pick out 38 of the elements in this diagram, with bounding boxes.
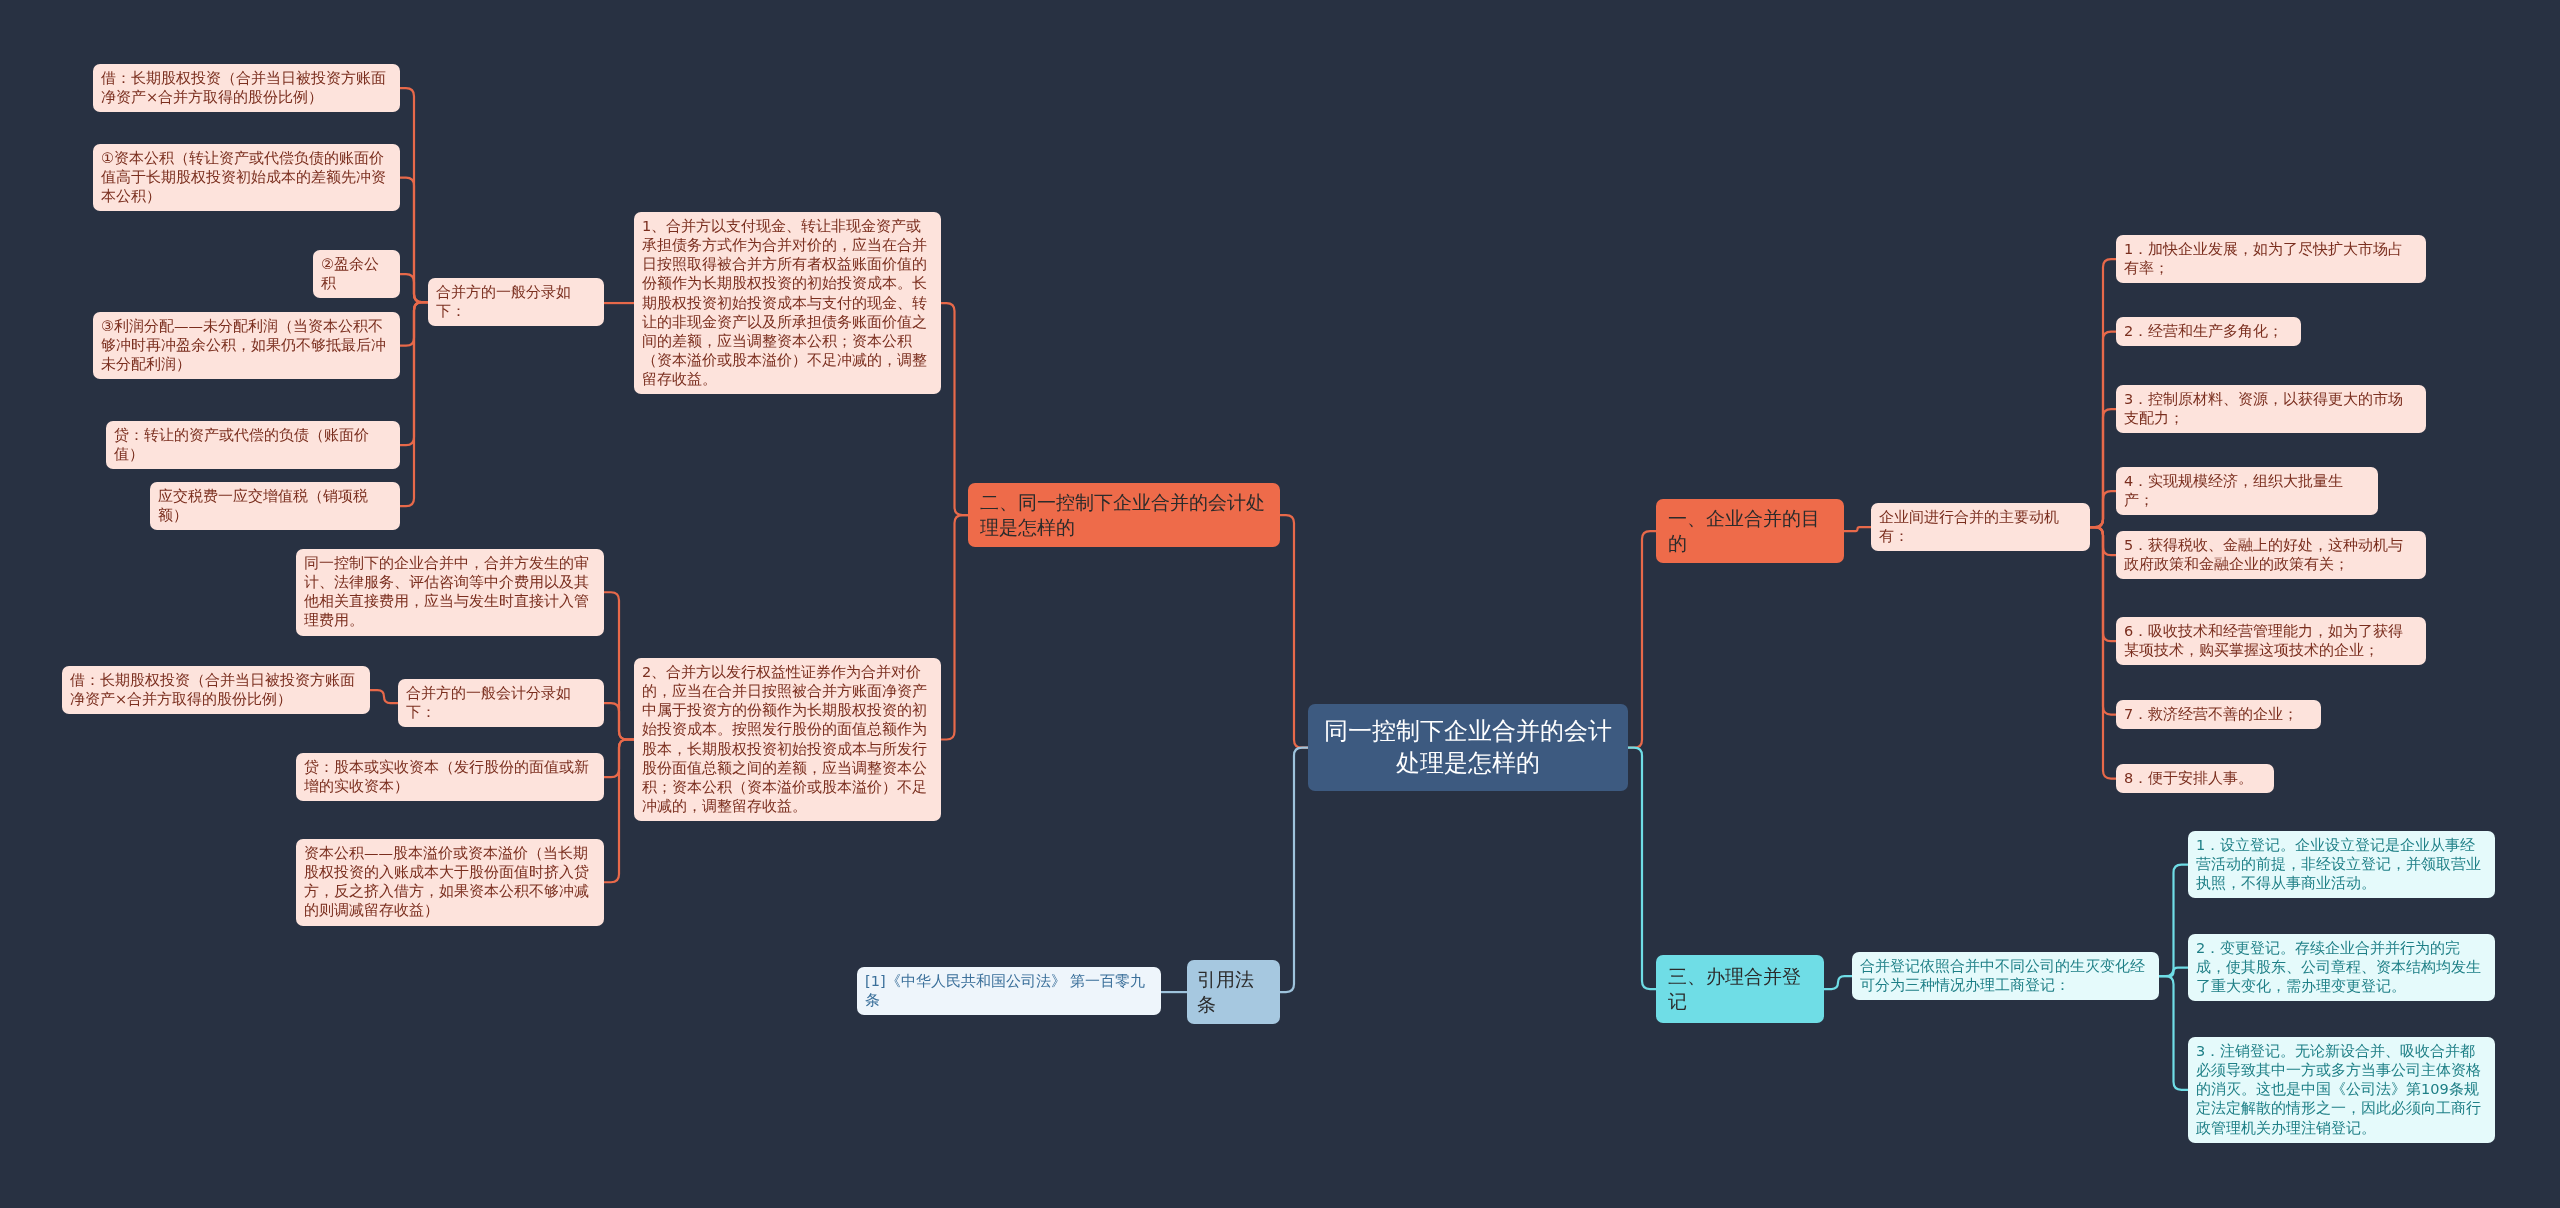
subtopic-box: [1]《中华人民共和国公司法》 第一百零九条 bbox=[857, 967, 1161, 1016]
subtopic-box: 2、合并方以发行权益性证券作为合并对价的，应当在合并日按照被合并方账面净资产中属于投资方的份额作为长期股权投资的初始投资成本。按照发行股份的面值总额作为股本，长期股权投资初始投资成本与所发行股份面值总额之间的差额，应当调整资本公积；资本公积（资本溢价或股本溢价）不足冲减的，调整留存收益。 bbox=[634, 658, 941, 821]
subtopic-box: 8．便于安排人事。 bbox=[2116, 764, 2274, 794]
subtopic-box: ③利润分配——未分配利润（当资本公积不够冲时再冲盈余公积，如果仍不够抵最后冲未分配利润） bbox=[93, 312, 400, 380]
subtopic-box: 合并方的一般分录如下： bbox=[428, 278, 604, 327]
subtopic-box: 2．经营和生产多角化； bbox=[2116, 317, 2301, 347]
subtopic-box: 2．变更登记。存续企业合并并行为的完成，使其股东、公司章程、资本结构均发生了重大变化，需办理变更登记。 bbox=[2188, 934, 2495, 1002]
topic-box: 三、办理合并登记 bbox=[1656, 955, 1824, 1024]
subtopic-box: 3．控制原材料、资源，以获得更大的市场支配力； bbox=[2116, 385, 2426, 434]
subtopic-box: 1．加快企业发展，如为了尽快扩大市场占有率； bbox=[2116, 235, 2426, 284]
connector-line bbox=[1844, 526, 1871, 533]
subtopic-box: 1．设立登记。企业设立登记是企业从事经营活动的前提，非经设立登记，并领取营业执照，不得从事商业活动。 bbox=[2188, 831, 2495, 899]
subtopic-box: 资本公积——股本溢价或资本溢价（当长期股权投资的入账成本大于股份面值时挤入贷方，反之挤入借方，如果资本公积不够冲减的则调减留存收益） bbox=[296, 839, 604, 926]
subtopic-box: 6．吸收技术和经营管理能力，如为了获得某项技术，购买掌握这项技术的企业； bbox=[2116, 617, 2426, 666]
subtopic-box: 借：长期股权投资（合并当日被投资方账面净资产×合并方取得的股份比例） bbox=[62, 666, 370, 715]
subtopic-box: 贷：股本或实收资本（发行股份的面值或新增的实收资本） bbox=[296, 753, 604, 802]
subtopic-box: 1、合并方以支付现金、转让非现金资产或承担债务方式作为合并对价的，应当在合并日按照取得被合并方所有者权益账面价值的份额作为长期股权投资的初始投资成本。长期股权投资初始投资成本与支付的现金、转让的非现金资产以及所承担债务账面价值之间的差额，应当调整资本公积；资本公积（资本溢价或股本溢价）不足冲减的，调整留存收益。 bbox=[634, 212, 941, 395]
connector-line bbox=[1824, 975, 1852, 991]
subtopic-box: 合并登记依照合并中不同公司的生灭变化经可分为三种情况办理工商登记： bbox=[1852, 952, 2159, 1001]
subtopic-box: 同一控制下的企业合并中，合并方发生的审计、法律服务、评估咨询等中介费用以及其他相关直接费用，应当与发生时直接计入管理费用。 bbox=[296, 549, 604, 636]
subtopic-box: 3．注销登记。无论新设合并、吸收合并都必须导致其中一方或多方当事公司主体资格的消灭。这也是中国《公司法》第109条规定法定解散的情形之一，因此必须向工商行政管理机关办理注销登记。 bbox=[2188, 1037, 2495, 1143]
subtopic-box: 贷：转让的资产或代偿的负债（账面价值） bbox=[106, 421, 400, 470]
subtopic-box: 合并方的一般会计分录如下： bbox=[398, 679, 604, 728]
subtopic-box: 4．实现规模经济，组织大批量生产； bbox=[2116, 467, 2378, 516]
connector-line bbox=[370, 689, 398, 705]
topic-box: 二、同一控制下企业合并的会计处理是怎样的 bbox=[968, 483, 1280, 548]
subtopic-box: 企业间进行合并的主要动机有： bbox=[1871, 503, 2090, 552]
subtopic-box: 借：长期股权投资（合并当日被投资方账面净资产×合并方取得的股份比例） bbox=[93, 64, 400, 113]
subtopic-box: ①资本公积（转让资产或代偿负债的账面价值高于长期股权投资初始成本的差额先冲资本公积） bbox=[93, 144, 400, 212]
subtopic-box: 应交税费一应交增值税（销项税额） bbox=[150, 482, 400, 531]
subtopic-box: 7．救济经营不善的企业； bbox=[2116, 700, 2321, 730]
subtopic-box: 5．获得税收、金融上的好处，这种动机与政府政策和金融企业的政策有关； bbox=[2116, 531, 2426, 580]
topic-box: 一、企业合并的目的 bbox=[1656, 499, 1844, 564]
connector-line bbox=[604, 301, 634, 305]
subtopic-box: ②盈余公积 bbox=[313, 250, 400, 299]
central-topic-box: 同一控制下企业合并的会计处理是怎样的 bbox=[1308, 704, 1628, 792]
topic-box: 引用法条 bbox=[1187, 960, 1280, 1025]
connector-line bbox=[1161, 991, 1187, 994]
